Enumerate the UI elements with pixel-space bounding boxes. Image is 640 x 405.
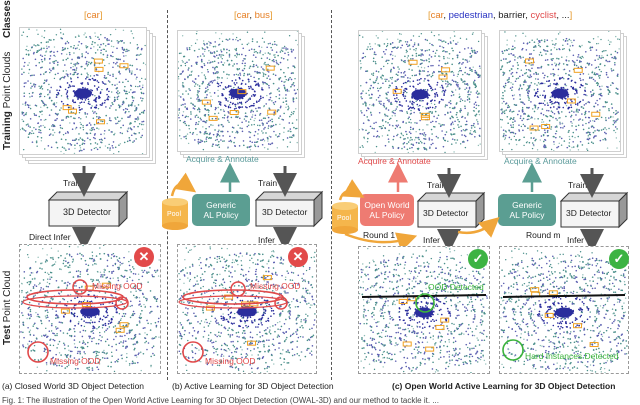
caption-a: (a) Closed World 3D Object Detection: [2, 381, 145, 391]
separator-ab: [167, 10, 168, 380]
pool-label-c: Pool: [337, 215, 352, 222]
acquire-label-b: Acquire & Annotate: [186, 154, 259, 164]
acquire-label-c1: Acquire & Annotate: [358, 156, 431, 166]
missing-ood-label-a1: Missing OOD: [92, 281, 143, 291]
acquire-label-c2: Acquire & Annotate: [504, 156, 577, 166]
infer-label-c2: Infer: [567, 235, 585, 245]
cross-badge-icon: ✕: [288, 247, 308, 267]
training-point-cloud-c2: [499, 30, 621, 152]
infer-label-b: Infer: [258, 235, 276, 245]
classes-c: [car, pedestrian, barrier, cyclist, ...]: [428, 10, 573, 21]
direct-infer-label: Direct Infer: [29, 232, 71, 242]
ood-detected-label: OOD Detected: [428, 282, 484, 292]
train-label-c1: Train: [427, 180, 447, 190]
missing-ood-label-a2: Missing OOD: [50, 356, 101, 366]
detector-box-c1: [416, 191, 486, 229]
figure-footer: Fig. 1: The illustration of the Open Wor…: [2, 396, 439, 405]
detector-box-a: [47, 190, 129, 228]
check-badge-icon: ✓: [468, 249, 488, 269]
pool-icon-c: [332, 202, 358, 234]
caption-b: (b) Active Learning for 3D Object Detect…: [172, 381, 334, 391]
caption-c: (c) Open World Active Learning for 3D Ob…: [392, 381, 616, 391]
infer-label-c1: Infer: [423, 235, 441, 245]
pool-icon-b: [162, 198, 188, 230]
detector-label-c1: 3D Detector: [423, 208, 469, 218]
training-point-cloud-a: [19, 27, 147, 155]
round-m-label: Round m: [526, 230, 561, 240]
cross-badge-icon: ✕: [134, 247, 154, 267]
train-label-b: Train: [258, 178, 278, 188]
open-world-al-policy-c: Open World AL Policy: [360, 194, 414, 226]
detector-label-c2: 3D Detector: [566, 208, 612, 218]
classes-a: [car]: [84, 10, 103, 21]
test-point-cloud-b: [177, 244, 317, 374]
separator-bc: [331, 10, 332, 380]
detector-box-b: [254, 190, 324, 228]
missing-ood-label-b1: Missing OOD: [250, 281, 301, 291]
round-1-label: Round 1: [363, 230, 396, 240]
training-point-cloud-c1: [358, 30, 482, 154]
test-point-cloud-c2: [499, 246, 629, 374]
pool-label-b: Pool: [167, 211, 182, 218]
generic-al-policy-c: Generic AL Policy: [498, 194, 556, 226]
hard-instances-label: Hard Instances Detected: [525, 351, 619, 361]
missing-ood-label-b2: Missing OOD: [205, 356, 256, 366]
detector-label-b: 3D Detector: [262, 207, 308, 217]
training-point-cloud-b: [177, 30, 299, 152]
test-point-cloud-c1: [358, 246, 490, 374]
detector-label-a: 3D Detector: [63, 207, 112, 217]
train-label-c2: Train: [568, 180, 588, 190]
classes-b: [car, bus]: [234, 10, 273, 21]
check-badge-icon: ✓: [609, 249, 629, 269]
generic-al-policy-b: Generic AL Policy: [192, 194, 250, 226]
test-point-cloud-a: [19, 244, 161, 374]
